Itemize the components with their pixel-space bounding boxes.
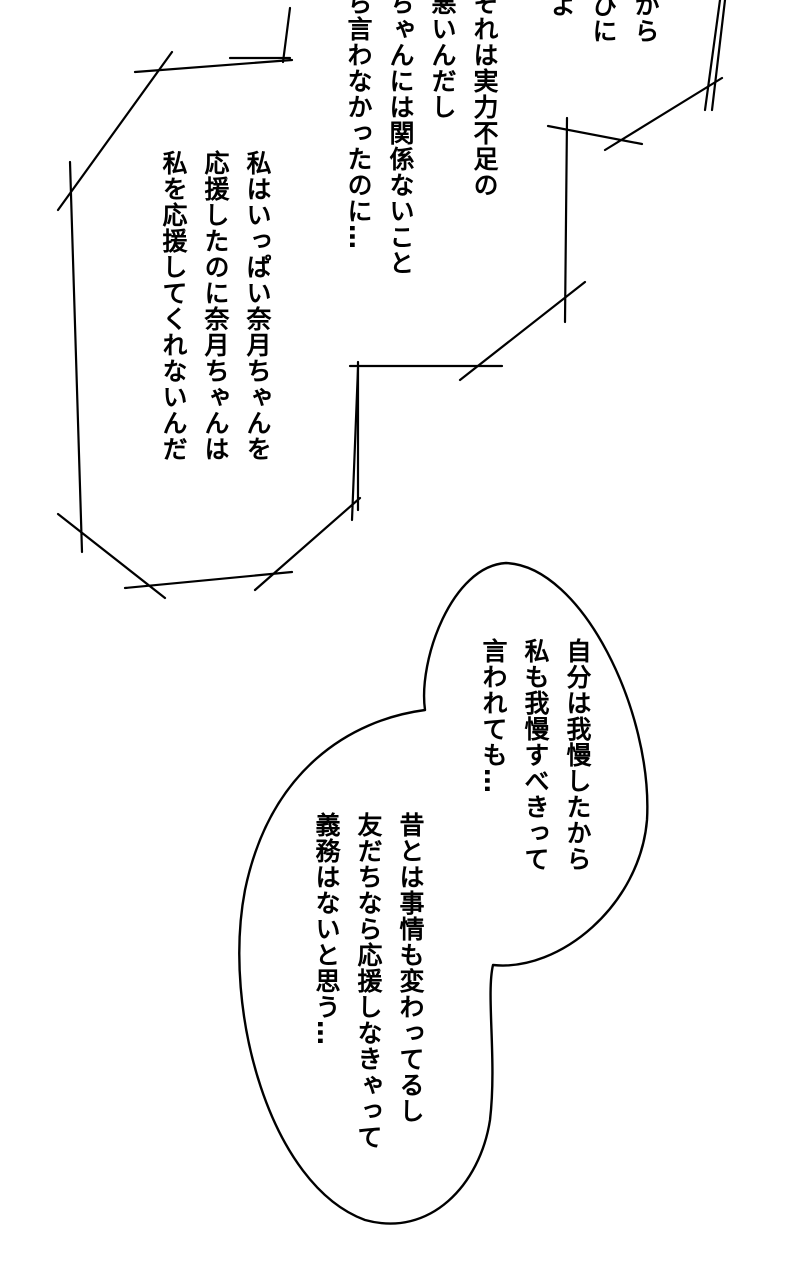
top-speech-bubble-text: もそれは実力不足の が悪いんだし 月ちゃんには関係ないこと から言わなかったのに…	[337, 0, 505, 276]
text-line: たびに	[589, 0, 618, 44]
text-line: 言われても…	[479, 638, 508, 794]
text-line: 友だちなら応援しなきゃって	[354, 812, 383, 1150]
text-line: 月ちゃんには関係ないこと	[386, 0, 415, 276]
top-right-speech-text: いから たびに たよ	[540, 0, 666, 44]
round-speech-bubble-outline	[238, 561, 649, 1225]
text-line: から言わなかったのに…	[344, 0, 373, 250]
left-bubble-strokes	[56, 50, 362, 600]
text-line: たよ	[540, 0, 582, 44]
text-line: もそれは実力不足の	[470, 0, 499, 198]
left-speech-bubble-text: 私はいっぱい奈月ちゃんを 応援したのに奈月ちゃんは 私を応援してくれないんだ	[152, 150, 278, 462]
text-line: 応援したのに奈月ちゃんは	[201, 150, 230, 462]
text-line: 自分は我慢したから	[563, 638, 592, 872]
top-bubble-strokes	[228, 0, 727, 512]
round-bubble-upper-text: 自分は我慢したから 私も我慢すべきって 言われても…	[472, 638, 598, 872]
text-line: 義務はないと思う…	[312, 812, 341, 1046]
text-line: 私はいっぱい奈月ちゃんを	[243, 150, 272, 462]
text-line: が悪いんだし	[428, 0, 457, 120]
text-line: 私を応援してくれないんだ	[159, 150, 188, 462]
round-bubble-lower-text: 昔とは事情も変わってるし 友だちなら応援しなきゃって 義務はないと思う…	[305, 812, 431, 1150]
text-line: いから	[631, 0, 660, 44]
text-line: 昔とは事情も変わってるし	[396, 812, 425, 1124]
text-line: 私も我慢すべきって	[521, 638, 550, 872]
